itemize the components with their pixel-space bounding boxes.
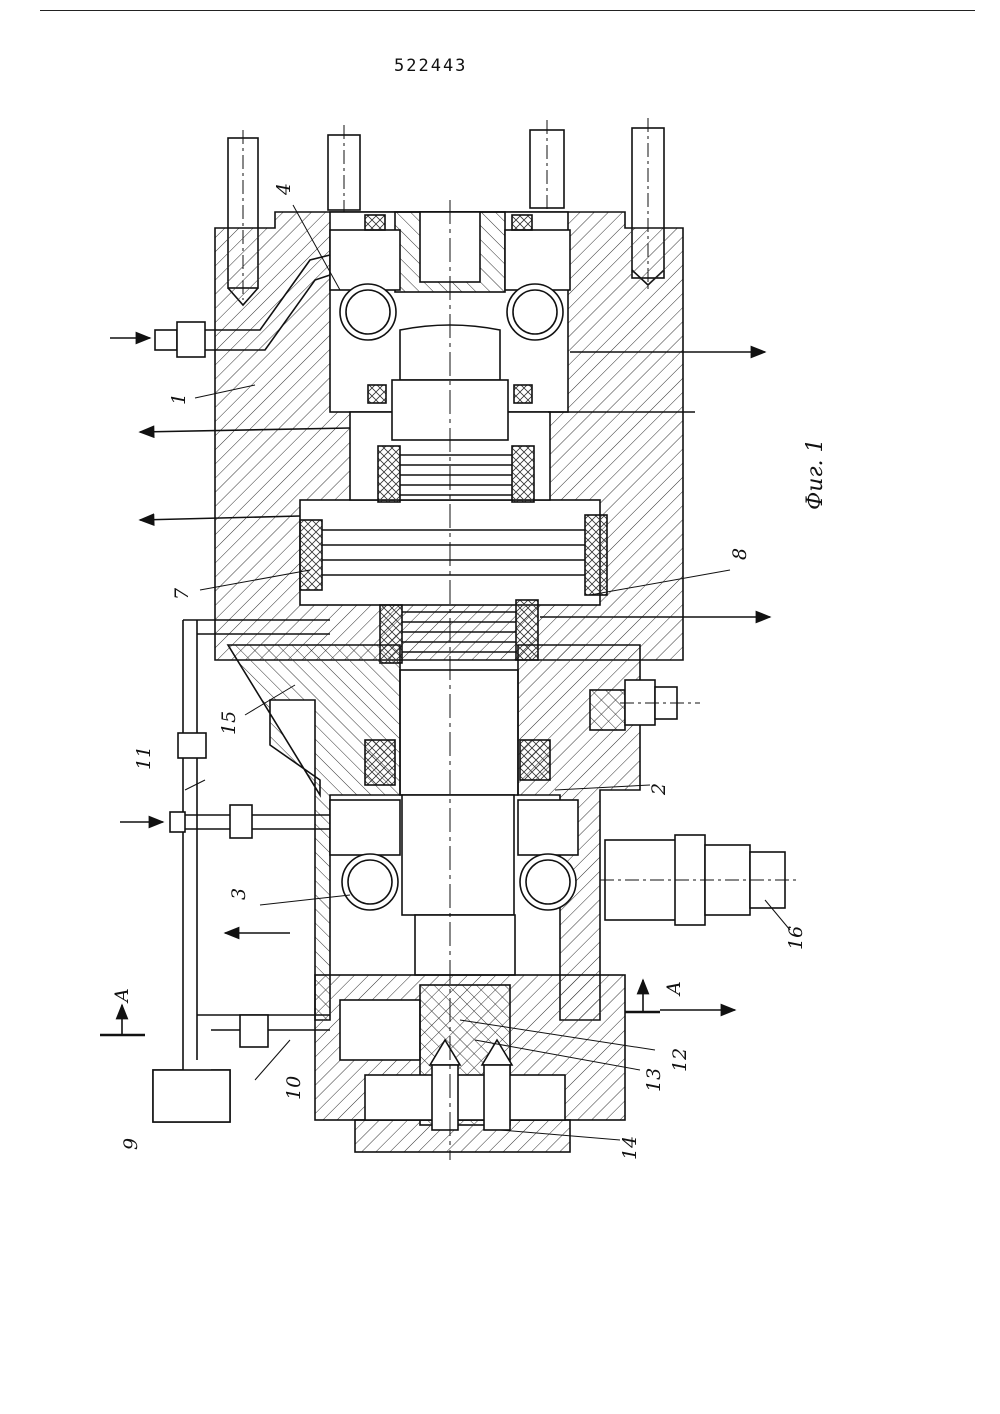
label-section-a-right: A (663, 981, 685, 997)
label-section-a-left: A (111, 988, 133, 1004)
sensor-16 (600, 835, 800, 925)
label-3: 3 (228, 888, 250, 900)
label-4: 4 (273, 183, 295, 196)
label-13: 13 (643, 1068, 665, 1092)
label-8: 8 (729, 548, 751, 560)
label-16: 16 (785, 926, 807, 950)
label-12: 12 (669, 1048, 691, 1072)
label-1: 1 (168, 393, 190, 405)
label-9: 9 (120, 1138, 142, 1150)
label-15: 15 (218, 711, 240, 735)
side-bolt (620, 680, 700, 725)
label-10: 10 (283, 1076, 305, 1100)
figure-caption: Фиг. 1 (803, 438, 828, 510)
label-2: 2 (648, 783, 670, 796)
label-7: 7 (171, 587, 193, 600)
end-cap (315, 975, 625, 1152)
label-11: 11 (133, 746, 155, 770)
label-14: 14 (619, 1136, 641, 1160)
